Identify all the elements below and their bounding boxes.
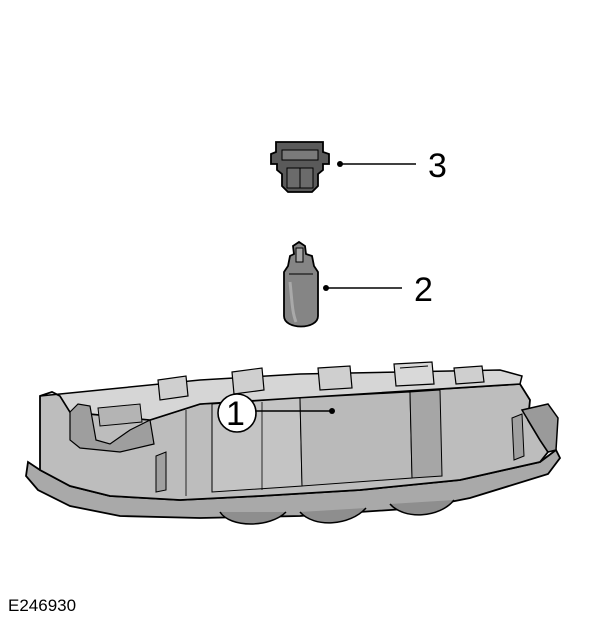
bulb: [283, 240, 319, 328]
callout-1: 1: [217, 393, 257, 433]
svg-text:1: 1: [226, 395, 245, 433]
callout-3: 3: [428, 147, 447, 185]
svg-text:2: 2: [414, 271, 433, 309]
svg-text:3: 3: [428, 147, 447, 185]
leader-lines: [256, 161, 416, 414]
lamp-housing: [25, 361, 562, 525]
bulb-socket: [270, 141, 330, 193]
figure-id-label: E246930: [8, 596, 77, 615]
callout-2: 2: [414, 271, 433, 309]
